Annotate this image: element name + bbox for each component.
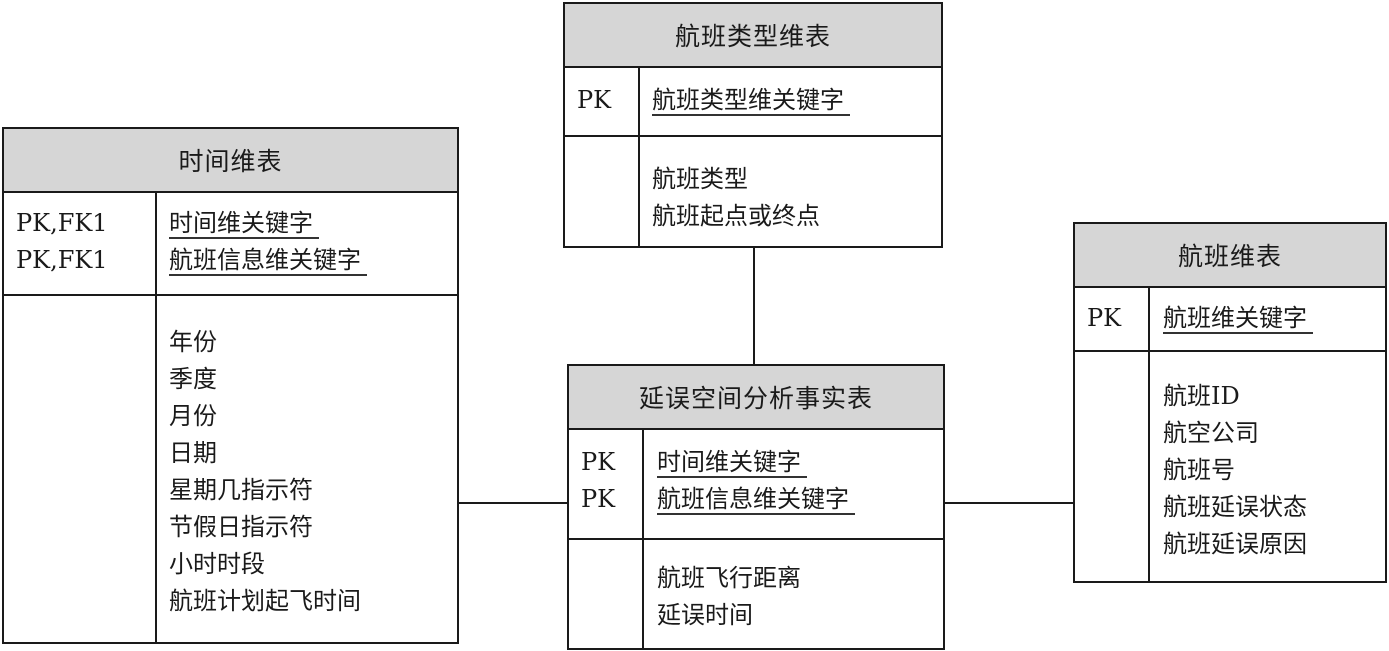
table-title: 航班维表 xyxy=(1075,224,1385,288)
delay-fact-table[interactable]: 延误空间分析事实表 PK PK 时间维关键字 航班信息维关键字 航班飞行距离 延… xyxy=(567,364,945,650)
key-section: PK 航班维关键字 xyxy=(1075,288,1385,352)
column-divider xyxy=(642,430,644,538)
column-divider xyxy=(638,68,640,135)
table-title: 航班类型维表 xyxy=(565,4,941,68)
key-field: 航班维关键字 xyxy=(1163,304,1313,334)
column-divider xyxy=(155,296,157,642)
key-labels: PK,FK1 PK,FK1 xyxy=(16,205,108,279)
key-label: PK xyxy=(581,485,616,513)
attribute-field: 月份 xyxy=(169,402,217,430)
key-field: 航班类型维关键字 xyxy=(652,86,850,116)
key-section: PK 航班类型维关键字 xyxy=(565,68,941,137)
key-names: 时间维关键字 航班信息维关键字 xyxy=(169,205,367,279)
attribute-field: 年份 xyxy=(169,328,217,356)
key-labels: PK xyxy=(577,82,611,119)
key-field: 时间维关键字 xyxy=(657,448,807,478)
flight-dimension-table[interactable]: 航班维表 PK 航班维关键字 航班ID 航空公司 航班号 航班延误状态 航班延误… xyxy=(1073,222,1387,583)
connector-flighttype-to-fact xyxy=(753,246,755,365)
attribute-section: 航班类型 航班起点或终点 xyxy=(565,137,941,246)
attribute-field: 季度 xyxy=(169,365,217,393)
key-field: 航班信息维关键字 xyxy=(657,485,855,515)
attribute-section: 年份 季度 月份 日期 星期几指示符 节假日指示符 小时时段 航班计划起飞时间 xyxy=(4,296,457,642)
key-label: PK xyxy=(581,448,616,476)
column-divider xyxy=(642,540,644,648)
key-names: 航班类型维关键字 xyxy=(652,82,850,119)
table-title: 延误空间分析事实表 xyxy=(569,366,943,430)
key-label: PK,FK1 xyxy=(16,246,108,274)
attribute-field: 航班延误状态 xyxy=(1163,493,1307,521)
column-divider xyxy=(155,193,157,294)
key-label: PK xyxy=(1087,304,1122,332)
attribute-field: 航班ID xyxy=(1163,382,1240,410)
attribute-field: 航班号 xyxy=(1163,456,1235,484)
key-names: 航班维关键字 xyxy=(1163,300,1313,337)
time-dimension-table[interactable]: 时间维表 PK,FK1 PK,FK1 时间维关键字 航班信息维关键字 年份 季度… xyxy=(2,127,459,644)
attribute-field: 星期几指示符 xyxy=(169,476,313,504)
key-names: 时间维关键字 航班信息维关键字 xyxy=(657,444,855,518)
attribute-list: 航班ID 航空公司 航班号 航班延误状态 航班延误原因 xyxy=(1163,378,1307,563)
attribute-field: 航班类型 xyxy=(652,165,748,193)
attribute-section: 航班飞行距离 延误时间 xyxy=(569,540,943,648)
attribute-field: 航班飞行距离 xyxy=(657,564,801,592)
flight-type-dimension-table[interactable]: 航班类型维表 PK 航班类型维关键字 航班类型 航班起点或终点 xyxy=(563,2,943,248)
attribute-field: 航班延误原因 xyxy=(1163,530,1307,558)
attribute-list: 年份 季度 月份 日期 星期几指示符 节假日指示符 小时时段 航班计划起飞时间 xyxy=(169,324,361,620)
key-field: 时间维关键字 xyxy=(169,209,319,239)
key-section: PK PK 时间维关键字 航班信息维关键字 xyxy=(569,430,943,540)
connector-fact-to-flight xyxy=(943,502,1074,504)
column-divider xyxy=(1148,352,1150,581)
key-labels: PK PK xyxy=(581,444,615,518)
key-section: PK,FK1 PK,FK1 时间维关键字 航班信息维关键字 xyxy=(4,193,457,296)
key-label: PK,FK1 xyxy=(16,209,108,237)
connector-time-to-fact xyxy=(458,502,568,504)
column-divider xyxy=(638,137,640,246)
column-divider xyxy=(1148,288,1150,350)
attribute-field: 航空公司 xyxy=(1163,419,1259,447)
attribute-field: 日期 xyxy=(169,439,217,467)
attribute-list: 航班飞行距离 延误时间 xyxy=(657,560,801,634)
attribute-field: 延误时间 xyxy=(657,601,753,629)
key-field: 航班信息维关键字 xyxy=(169,246,367,276)
attribute-field: 小时时段 xyxy=(169,550,265,578)
key-label: PK xyxy=(577,86,612,114)
attribute-field: 航班起点或终点 xyxy=(652,202,820,230)
attribute-list: 航班类型 航班起点或终点 xyxy=(652,161,820,235)
table-title: 时间维表 xyxy=(4,129,457,193)
attribute-section: 航班ID 航空公司 航班号 航班延误状态 航班延误原因 xyxy=(1075,352,1385,581)
attribute-field: 航班计划起飞时间 xyxy=(169,587,361,615)
key-labels: PK xyxy=(1087,300,1121,337)
attribute-field: 节假日指示符 xyxy=(169,513,313,541)
